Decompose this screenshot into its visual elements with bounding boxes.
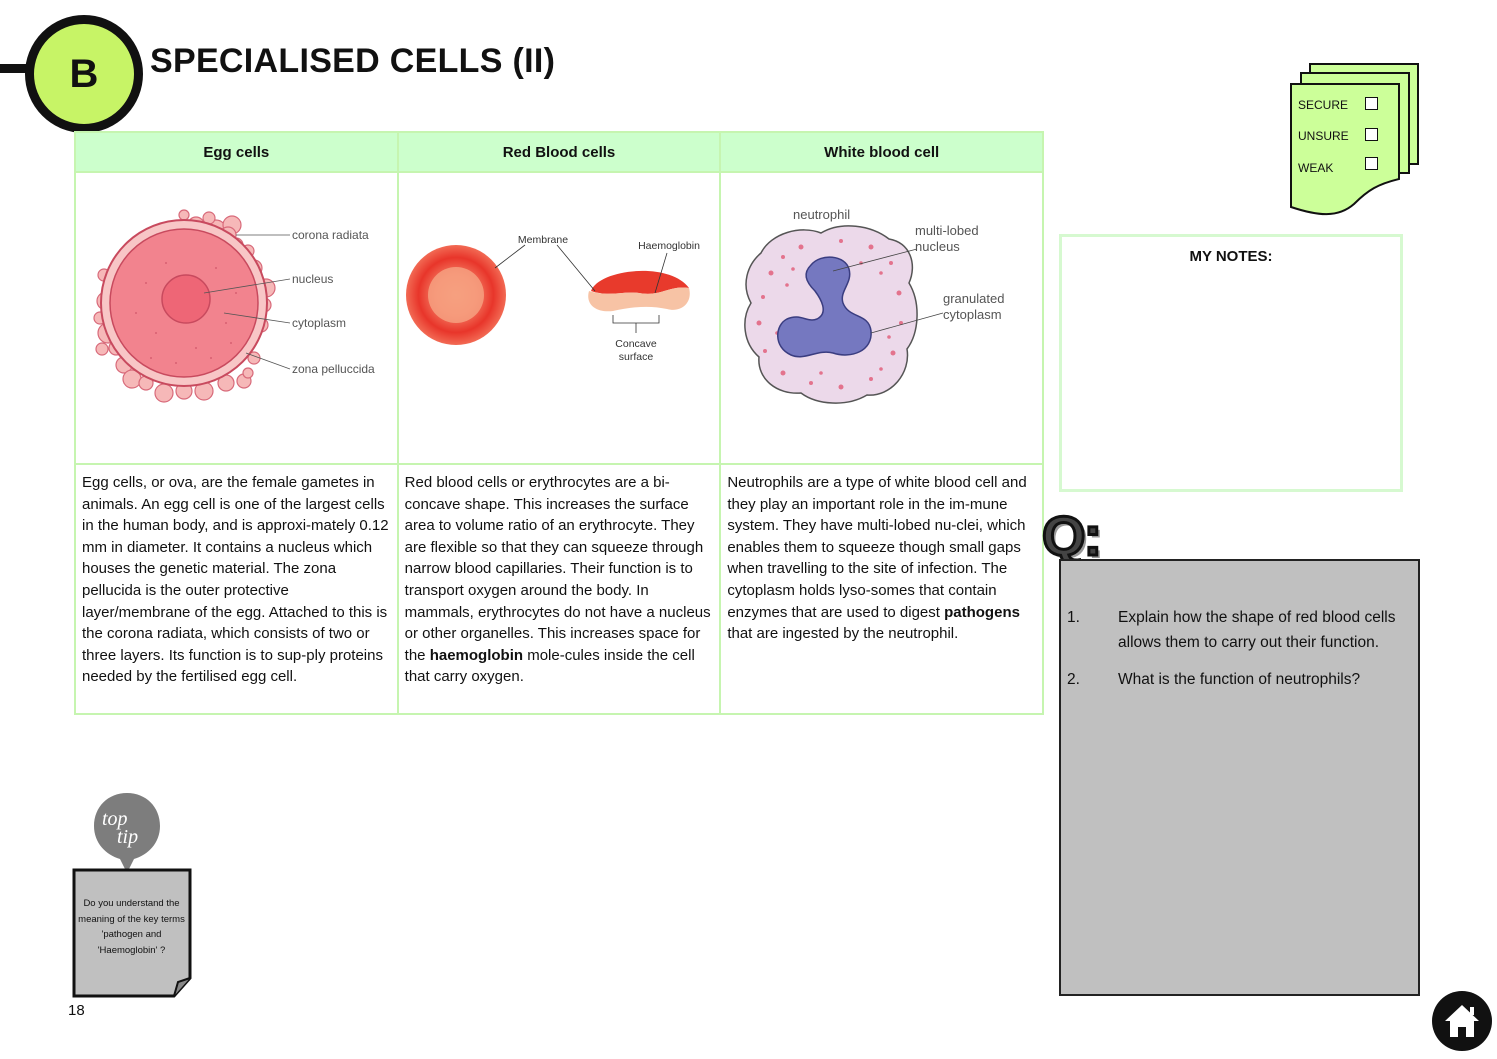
stacked-pages-icon bbox=[1290, 63, 1419, 216]
question-text: Explain how the shape of red blood cells… bbox=[1118, 609, 1396, 651]
red-blood-cell-text: Red blood cells or erythrocytes are a bi… bbox=[405, 472, 714, 688]
question-item: 1. Explain how the shape of red blood ce… bbox=[1067, 605, 1412, 655]
white-blood-text-part: Neutrophils are a type of white blood ce… bbox=[727, 474, 1027, 621]
home-icon bbox=[1445, 1005, 1479, 1037]
red-blood-text-part: Red blood cells or erythrocytes are a bi… bbox=[404, 474, 711, 664]
label-granulated: granulated bbox=[943, 291, 1004, 306]
checkbox-weak[interactable] bbox=[1365, 157, 1378, 170]
question-number: 2. bbox=[1067, 671, 1080, 688]
status-label-unsure: UNSURE bbox=[1298, 129, 1349, 143]
white-blood-cell-diagram-cell: neutrophil multi-lobed nucleus granulate… bbox=[719, 171, 1044, 465]
question-mark-logo: Q: bbox=[1040, 503, 1103, 569]
top-tip-word-top: top bbox=[102, 808, 128, 830]
checkbox-unsure[interactable] bbox=[1365, 128, 1378, 141]
label-concave: Concave bbox=[615, 338, 657, 350]
label-nucleus-wbc: nucleus bbox=[915, 239, 960, 254]
notes-box[interactable]: MY NOTES: bbox=[1059, 234, 1403, 492]
top-tip-bubble-icon: top tip bbox=[94, 793, 160, 873]
questions-panel: 1. Explain how the shape of red blood ce… bbox=[1059, 559, 1420, 996]
red-blood-cell-description: Red blood cells or erythrocytes are a bi… bbox=[396, 463, 722, 715]
label-surface: surface bbox=[618, 351, 653, 363]
key-term-pathogens: pathogens bbox=[944, 603, 1020, 621]
home-button[interactable] bbox=[1432, 991, 1492, 1051]
egg-cell-description: Egg cells, or ova, are the female gamete… bbox=[74, 463, 399, 715]
top-tip-text: Do you understand the meaning of the key… bbox=[78, 898, 185, 956]
key-term-haemoglobin: haemoglobin bbox=[429, 646, 524, 664]
page-title: SPECIALISED CELLS (II) bbox=[150, 42, 556, 80]
label-membrane: Membrane bbox=[518, 234, 568, 246]
label-haemoglobin: Haemoglobin bbox=[638, 240, 700, 252]
badge-connector-line bbox=[0, 64, 40, 73]
column-heading-red-blood: Red Blood cells bbox=[396, 131, 722, 173]
white-blood-text-part: that are ingested by the neutrophil. bbox=[727, 625, 959, 643]
white-blood-cell-description: Neutrophils are a type of white blood ce… bbox=[719, 463, 1044, 715]
column-heading-white-blood: White blood cell bbox=[719, 131, 1044, 173]
question-number: 1. bbox=[1067, 609, 1080, 626]
status-label-secure: SECURE bbox=[1298, 98, 1349, 112]
label-cytoplasm-wbc: cytoplasm bbox=[943, 307, 1002, 322]
red-blood-text-part: mole-cules inside the cell that carry ox… bbox=[404, 646, 695, 686]
red-blood-cell-diagram-cell: Membrane Haemoglobin Concave surface bbox=[396, 171, 722, 465]
specialised-cells-table: Egg cells Red Blood cells White blood ce… bbox=[74, 131, 1044, 715]
status-label-weak: WEAK bbox=[1298, 161, 1334, 175]
white-blood-cell-diagram: neutrophil multi-lobed nucleus granulate… bbox=[744, 207, 1005, 404]
label-neutrophil: neutrophil bbox=[793, 207, 850, 222]
egg-cell-diagram-cell: corona radiata nucleus cytoplasm zona pe… bbox=[74, 171, 399, 465]
section-badge: B bbox=[25, 15, 143, 133]
egg-cell-diagram: corona radiata nucleus cytoplasm zona pe… bbox=[93, 209, 375, 403]
label-zona-pellucida: zona pelluccida bbox=[292, 362, 375, 376]
top-tip-note-icon bbox=[72, 868, 192, 998]
label-multi-lobed: multi-lobed bbox=[915, 223, 979, 238]
white-blood-cell-text: Neutrophils are a type of white blood ce… bbox=[727, 472, 1036, 645]
top-tip-word-tip: tip bbox=[117, 826, 138, 848]
red-blood-cell-diagram: Membrane Haemoglobin Concave surface bbox=[405, 234, 700, 363]
confidence-checklist: SECURE UNSURE WEAK bbox=[1288, 62, 1422, 220]
label-nucleus: nucleus bbox=[292, 272, 333, 286]
column-heading-egg: Egg cells bbox=[74, 131, 399, 173]
label-corona-radiata: corona radiata bbox=[292, 228, 369, 242]
notes-title: MY NOTES: bbox=[1189, 248, 1273, 265]
question-item: 2. What is the function of neutrophils? bbox=[1067, 667, 1412, 692]
label-cytoplasm: cytoplasm bbox=[292, 316, 346, 330]
question-text: What is the function of neutrophils? bbox=[1118, 671, 1361, 688]
egg-cell-text: Egg cells, or ova, are the female gamete… bbox=[82, 474, 389, 686]
page-number: 18 bbox=[68, 1002, 85, 1019]
checkbox-secure[interactable] bbox=[1365, 97, 1378, 110]
